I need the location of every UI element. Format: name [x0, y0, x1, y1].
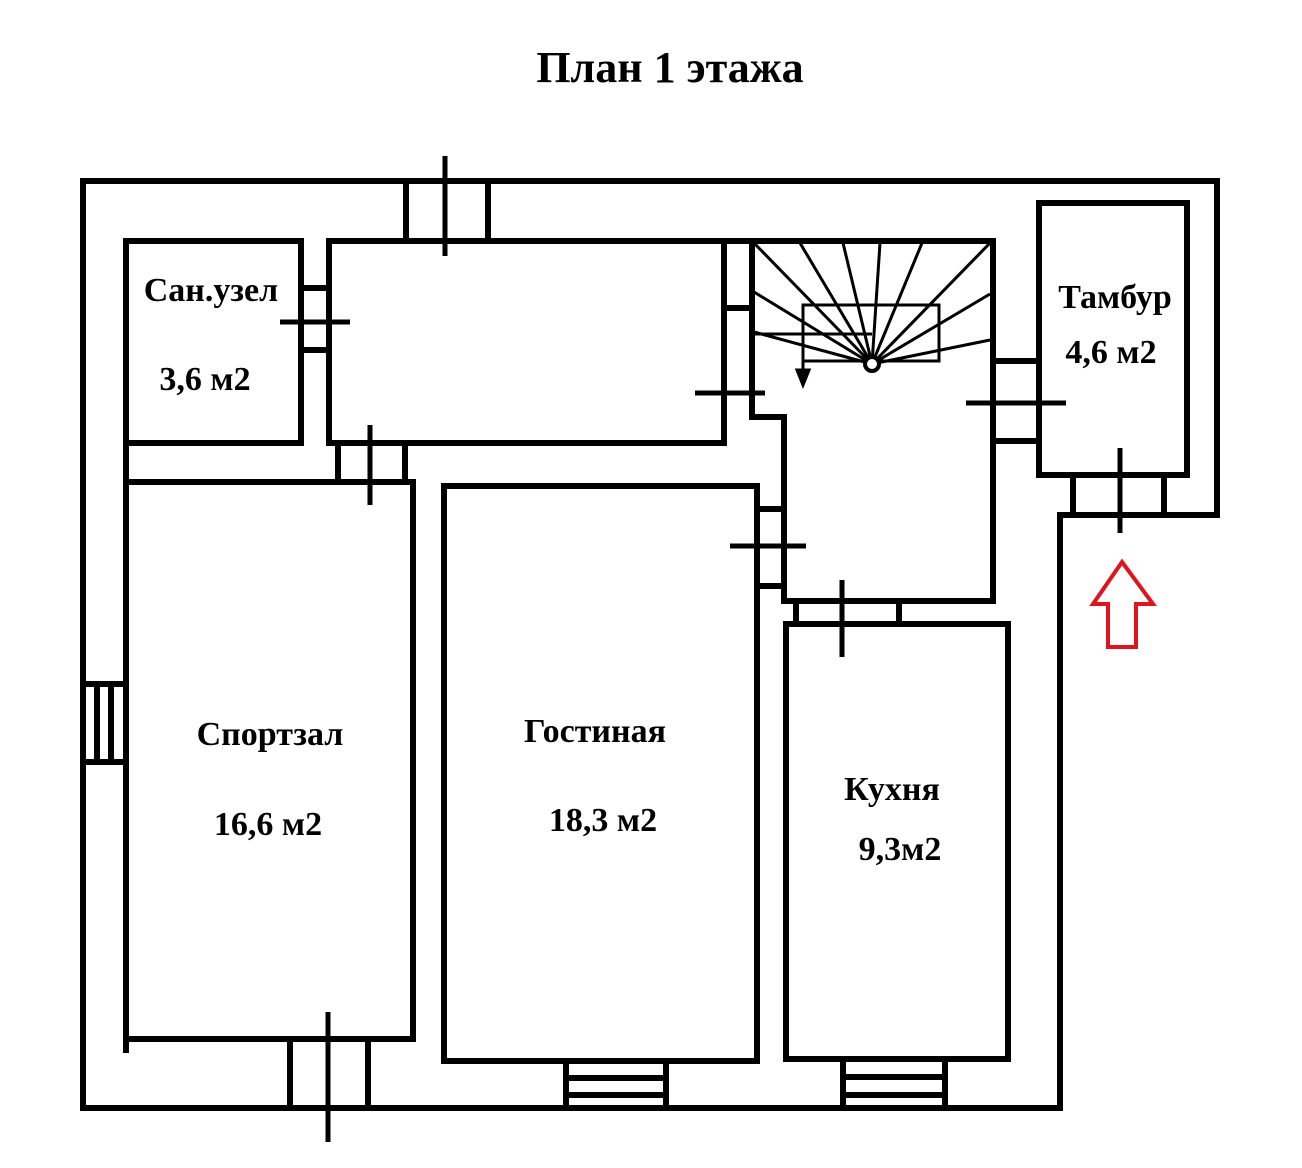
room-area-sanuzel: 3,6 м2 — [159, 361, 250, 398]
window-kukhnya — [840, 1056, 948, 1111]
up-arrow-icon — [1089, 558, 1157, 649]
room-area-tambur: 4,6 м2 — [1065, 334, 1156, 371]
room-gostinaya — [441, 483, 760, 1064]
room-sanuzel — [123, 238, 304, 446]
room-name-sportzal: Спортзал — [197, 716, 344, 753]
room-tambur — [1036, 200, 1190, 478]
room-area-gostinaya: 18,3 м2 — [549, 802, 657, 839]
outer-wall — [80, 178, 1220, 1111]
window-gostinaya — [563, 1058, 669, 1111]
room-name-kukhnya: Кухня — [844, 771, 940, 808]
room-area-sportzal: 16,6 м2 — [214, 806, 322, 843]
plan-title: План 1 этажа — [536, 43, 804, 92]
stair-hall — [721, 238, 996, 604]
room-sportzal — [123, 479, 416, 1042]
room-name-sanuzel: Сан.узел — [144, 272, 278, 309]
door-markers — [280, 156, 1123, 1142]
room-corridor — [326, 238, 727, 446]
spiral-stair-icon — [752, 241, 992, 390]
room-name-tambur: Тамбур — [1058, 279, 1172, 316]
room-area-kukhnya: 9,3м2 — [859, 831, 942, 868]
room-name-gostinaya: Гостиная — [524, 713, 666, 750]
